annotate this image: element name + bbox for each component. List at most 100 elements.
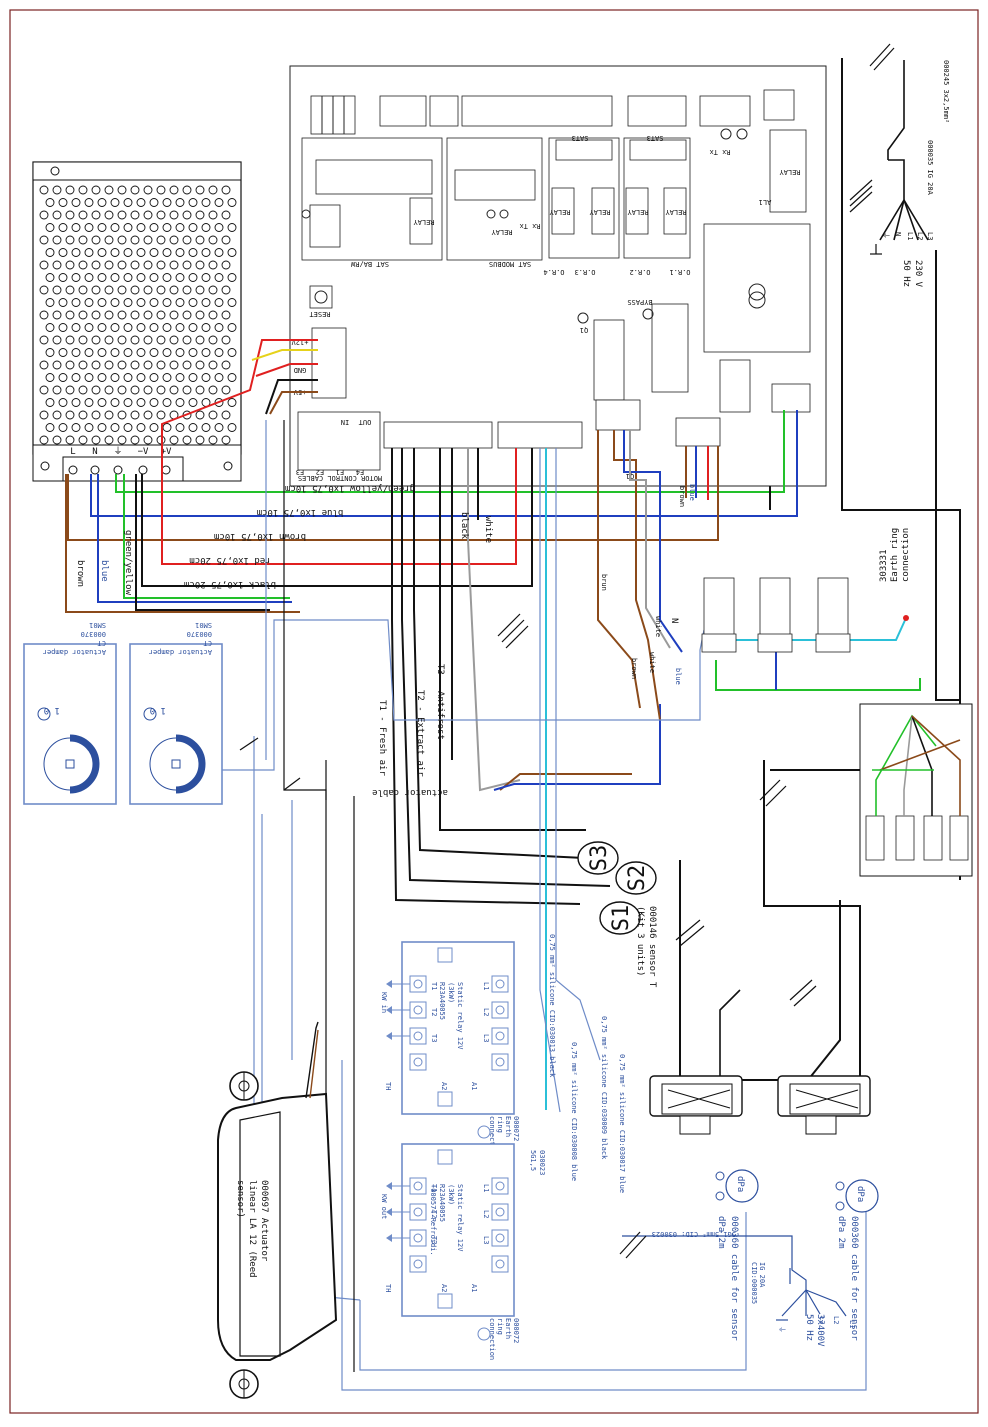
damper-scale-label: 1 0 [150, 705, 166, 715]
dpa-label: dPa [735, 1176, 745, 1192]
relay-l-label: L1 [482, 1184, 490, 1192]
wires [65, 58, 961, 1391]
sensor-kit-label: 000146 sensor T [647, 906, 657, 988]
relay-earth-label: Earth [504, 1116, 512, 1137]
board-label: RELAY [491, 228, 513, 236]
relay-earth-label: connection [488, 1116, 496, 1158]
wire-label-black: black 1x0,75 20cm [184, 579, 276, 589]
board-label: O.R.4 [543, 268, 564, 276]
relay-earth-label: 000072 [512, 1318, 520, 1343]
wire-label-bypass-blue: blue [688, 484, 696, 501]
breaker-2-label: IG 20A [758, 1262, 766, 1288]
relay-t-label: T3 [430, 1034, 438, 1042]
relay-l-label: L2 [482, 1008, 490, 1016]
earth-ring-label: connection [901, 528, 911, 582]
wire-label-blue: blue 1x0,75 10cm [257, 507, 344, 517]
linear-actuator-icon [217, 1021, 338, 1399]
earth-ring-icon [903, 615, 909, 621]
relay-t-label: T1 [430, 1184, 438, 1192]
psu-terminal-label: N [92, 447, 97, 457]
wire-label-blue-vertical: blue [99, 560, 109, 582]
wire-label-t1: T1 - Fresh air [377, 700, 387, 776]
damper-label: CT [203, 639, 212, 647]
mains-supply-label: 230 V [913, 260, 923, 288]
damper-label: Actuator damper [43, 648, 106, 656]
board-label: RELAY [665, 208, 687, 216]
relay-kw-label: KW in [380, 992, 388, 1013]
relay-t-label: T2 [430, 1210, 438, 1218]
cable-label: 0,75 mm² silicone CID:030017 blue [618, 1054, 626, 1193]
temperature-sensor-icon: S3 [577, 841, 619, 875]
board-label: SAT MODBUS [489, 260, 531, 268]
cable-label: 5G1,5mm² CID: 030023 [652, 1230, 736, 1238]
wire-label-brown: brown 1x0,75 10cm [214, 531, 306, 541]
board-label: O.R.2 [629, 268, 650, 276]
cable-label: 5G1,5 [529, 1150, 537, 1171]
dpa-label: dPa [855, 1186, 865, 1202]
actuator-label: 000697 Actuator [259, 1180, 269, 1262]
relay-title: (3kW) [447, 1184, 455, 1205]
wire-green-yellow [115, 410, 785, 493]
board-label: Rx Tx [519, 222, 540, 230]
wire-label-white-2: white [648, 652, 656, 673]
board-label: F2 [316, 468, 324, 476]
breaker-2-label: CID:000035 [750, 1262, 758, 1304]
wire-brown-vertical [65, 474, 300, 613]
mains-terminal-label: L1 [906, 232, 914, 240]
wire-label-red: red 1x0,75 20cm [189, 555, 270, 565]
damper-label: Actuator damper [149, 648, 212, 656]
transformer-icon [748, 283, 766, 309]
board-label: RELAY [627, 208, 649, 216]
relay-a-label: A2 [440, 1082, 448, 1090]
board-label: RELAY [549, 208, 571, 216]
earth-ring-label: Earth ring [890, 528, 900, 582]
psu-terminal-label: ⏚ [113, 446, 122, 457]
mains-breaker-label: 000035 IG 20A [926, 140, 934, 196]
relay-earth-label: connection [488, 1318, 496, 1360]
supply-2-terminal-label: L2 [832, 1316, 840, 1324]
dpa-cable-label: 000360 cable for sensor [729, 1216, 739, 1341]
cable-label: 0,75 mm² silicone CID:030009 black [600, 1016, 608, 1160]
relay-th-label: TH [384, 1082, 392, 1090]
relay-th-label: TH [384, 1284, 392, 1292]
relay-l-label: L2 [482, 1210, 490, 1218]
board-label: F4 [356, 468, 364, 476]
actuator-label: sensor) [235, 1180, 245, 1218]
board-label: Rx Tx [709, 148, 730, 156]
relay-title: Static relay 12V [456, 982, 464, 1050]
earth-ring-label: 303331 [879, 549, 889, 582]
supply-2-terminal-label: L3 [818, 1316, 826, 1324]
heater-contactors [701, 577, 851, 653]
relay-l-label: L3 [482, 1236, 490, 1244]
mains-terminal-label: L3 [926, 232, 934, 240]
board-label: F3 [296, 468, 304, 476]
wire-label-actuator-cable: actuator cable [372, 787, 448, 797]
fan-terminal-block [859, 703, 973, 877]
sensor-label: S1 [609, 905, 634, 932]
cable-hatches [239, 43, 895, 1259]
board-label: O.R.3 [574, 268, 595, 276]
top-terminals-1 [310, 89, 795, 135]
relay-title: Static relay 12V [456, 1184, 464, 1252]
wire-label-t2: T2 - Extract air [415, 690, 425, 777]
wire-label-black-side: black [459, 512, 469, 540]
relay-earth-label: ring [496, 1116, 504, 1133]
damper-label: SM01 [89, 621, 106, 629]
board-label: GND [294, 366, 307, 374]
sensor-label: S3 [587, 845, 612, 872]
wire-label-brun: brun [600, 574, 608, 591]
cable-label: 0,75 mm² silicone CID:030008 blue [570, 1042, 578, 1181]
relay-t-label: T1 [430, 982, 438, 990]
